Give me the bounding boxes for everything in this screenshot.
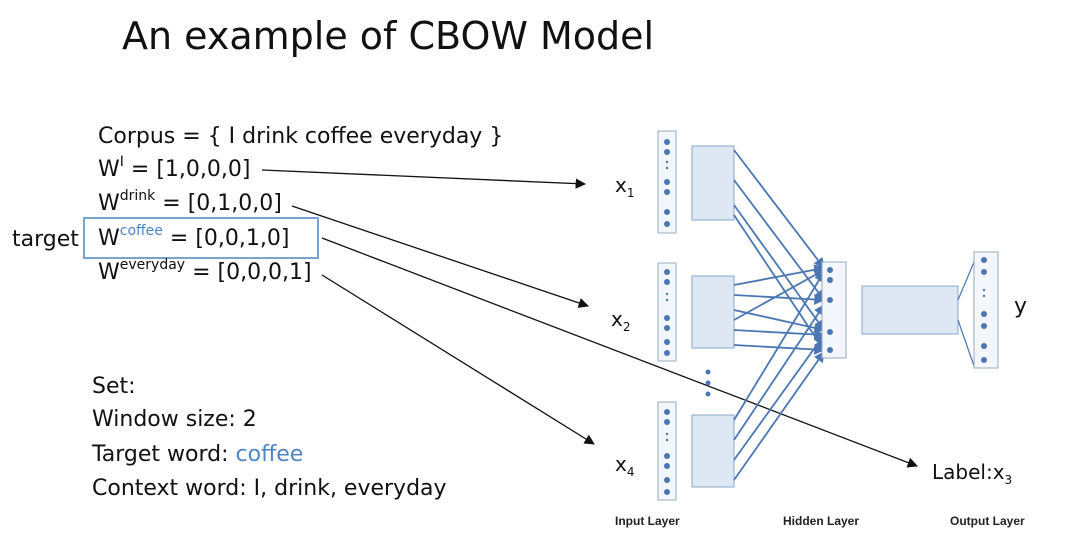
label-base: Label:x: [932, 460, 1005, 484]
vector-value: = [0,1,0,0]: [155, 191, 282, 216]
input-label-sub: 2: [622, 320, 631, 334]
vector-sup: everyday: [119, 256, 186, 273]
input-column-1: [657, 130, 735, 234]
input-label-base: x: [611, 307, 623, 331]
input-label-sub: 4: [626, 465, 635, 479]
input-column-4: [657, 401, 735, 501]
page-title: An example of CBOW Model: [122, 14, 655, 58]
input-column-2: [657, 262, 735, 362]
input-layer-label: Input Layer: [615, 514, 680, 528]
weight-connections: [733, 149, 826, 481]
output-label-y: y: [1014, 294, 1028, 319]
input-label-base: x: [615, 452, 627, 476]
vector-base: W: [98, 191, 120, 216]
vector-base: W: [98, 157, 120, 182]
arrow-coffee-to-label: [321, 237, 918, 468]
settings-target-prefix: Target word:: [92, 442, 236, 467]
arrow-everyday-to-x4: [321, 274, 595, 445]
vector-value: = [0,0,1,0]: [162, 226, 290, 251]
label-sub: 3: [1004, 473, 1013, 487]
vector-value: = [0,0,0,1]: [185, 260, 312, 285]
corpus-line: Corpus = { I drink coffee everyday }: [98, 124, 504, 149]
input-label-x4: x4: [615, 452, 634, 479]
vector-coffee: Wcoffee = [0,0,1,0]: [98, 222, 290, 251]
ellipsis-dots: [705, 369, 711, 397]
vector-sup: coffee: [119, 222, 163, 239]
input-label-x1: x1: [615, 173, 634, 200]
hidden-layer-label: Hidden Layer: [783, 514, 860, 528]
hidden-layer: [821, 261, 959, 359]
vector-everyday: Weveryday = [0,0,0,1]: [98, 256, 312, 285]
settings-window: Window size: 2: [92, 407, 257, 432]
target-highlight-box: [83, 217, 319, 259]
input-label-base: x: [615, 173, 627, 197]
vector-I: WI = [1,0,0,0]: [98, 153, 251, 182]
vector-sup: I: [119, 153, 124, 170]
label-x3: Label:x3: [932, 460, 1012, 487]
output-layer: [957, 251, 999, 369]
settings-context: Context word: I, drink, everyday: [92, 476, 447, 501]
settings-target-word: coffee: [235, 442, 304, 467]
arrow-I-to-x1: [261, 169, 587, 189]
target-label: target: [12, 227, 79, 252]
vector-drink: Wdrink = [0,1,0,0]: [98, 187, 282, 216]
input-label-x2: x2: [611, 307, 630, 334]
vector-base: W: [98, 260, 120, 285]
settings-heading: Set:: [92, 374, 136, 399]
settings-target: Target word: coffee: [92, 442, 303, 467]
output-layer-label: Output Layer: [950, 514, 1025, 528]
vector-value: = [1,0,0,0]: [123, 157, 251, 182]
arrow-drink-to-x2: [291, 205, 589, 308]
input-label-sub: 1: [626, 186, 635, 200]
vector-sup: drink: [119, 187, 156, 204]
vector-base: W: [98, 226, 120, 251]
